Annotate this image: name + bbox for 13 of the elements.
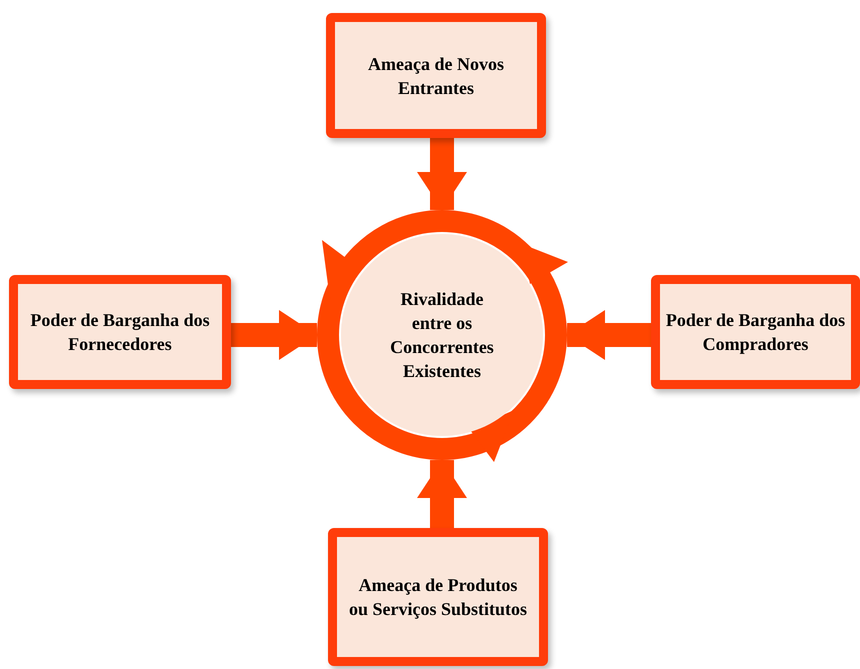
block-arrow [417, 460, 467, 528]
node-label: Ameaça de Novos Entrantes [367, 52, 505, 100]
force-box [326, 13, 546, 138]
block-arrow [567, 310, 651, 360]
node-label: Poder de Barganha dos Fornecedores [30, 309, 210, 356]
block-arrow [231, 310, 317, 360]
block-arrow [417, 138, 467, 210]
force-box [9, 275, 231, 389]
node-label: Ameaça de Produtos ou Serviços Substitutos [348, 574, 528, 621]
force-box [328, 528, 548, 666]
force-box [651, 275, 860, 389]
node-label: Poder de Barganha dos Compradores [666, 309, 846, 356]
node-label: Rivalidade entre os Concorrentes Existentes [389, 288, 495, 383]
